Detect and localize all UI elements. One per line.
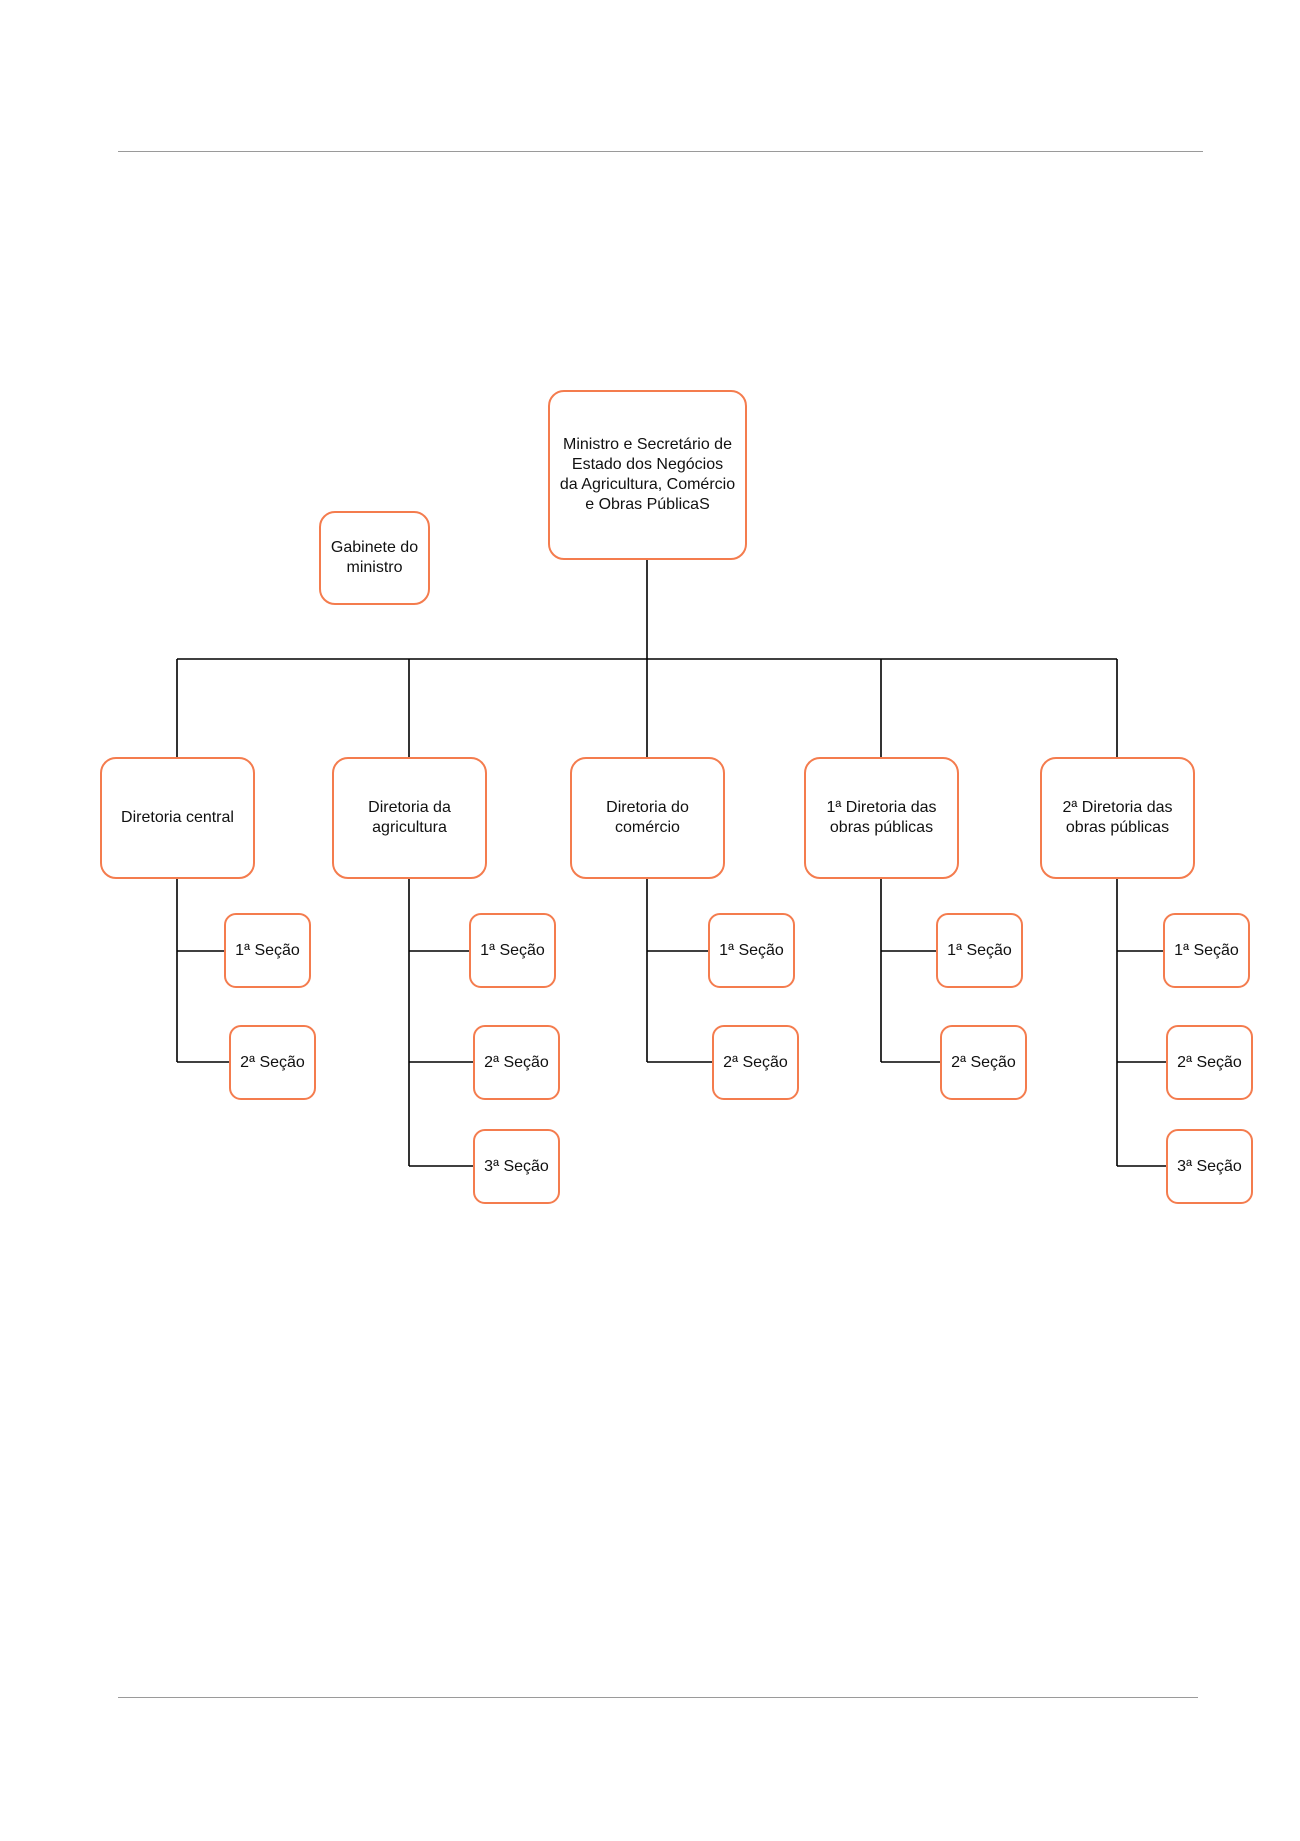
section-node: 2ª Seção <box>1166 1025 1253 1100</box>
section-node: 3ª Seção <box>1166 1129 1253 1204</box>
directorate-node: Diretoria central <box>100 757 255 879</box>
section-node: 1ª Seção <box>708 913 795 988</box>
cabinet-node: Gabinete do ministro <box>319 511 430 605</box>
section-node: 2ª Seção <box>229 1025 316 1100</box>
directorate-node: Diretoria do comércio <box>570 757 725 879</box>
header-rule <box>118 151 1203 152</box>
section-node: 2ª Seção <box>712 1025 799 1100</box>
section-node: 2ª Seção <box>473 1025 560 1100</box>
section-node: 2ª Seção <box>940 1025 1027 1100</box>
section-node: 1ª Seção <box>224 913 311 988</box>
section-node: 1ª Seção <box>1163 913 1250 988</box>
footer-rule <box>118 1697 1198 1698</box>
directorate-node: 1ª Diretoria das obras públicas <box>804 757 959 879</box>
section-node: 3ª Seção <box>473 1129 560 1204</box>
section-node: 1ª Seção <box>936 913 1023 988</box>
directorate-node: 2ª Diretoria das obras públicas <box>1040 757 1195 879</box>
section-node: 1ª Seção <box>469 913 556 988</box>
directorate-node: Diretoria da agricultura <box>332 757 487 879</box>
minister-node: Ministro e Secretário de Estado dos Negó… <box>548 390 747 560</box>
